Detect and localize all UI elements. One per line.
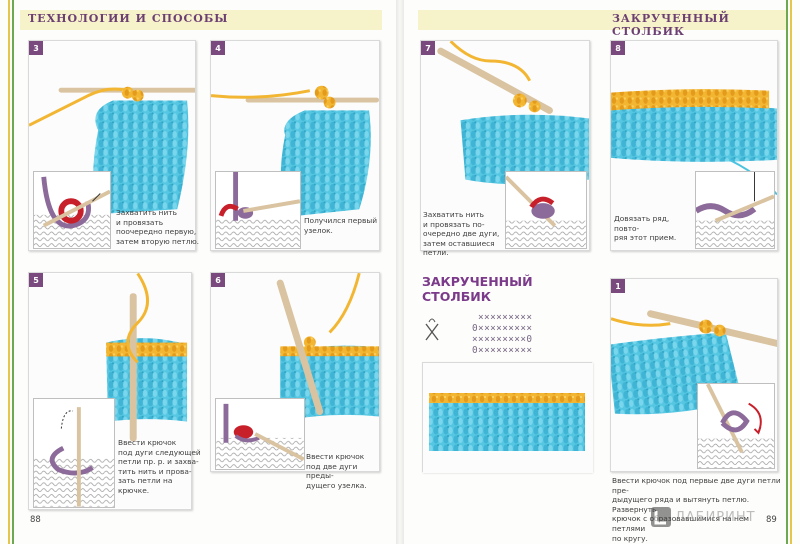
publisher-watermark: ЛАБИРИНТ	[651, 507, 756, 527]
stitch-symbol-key	[423, 316, 441, 342]
stitch-diagram-4	[215, 171, 301, 249]
step-card-1: 1	[610, 278, 778, 472]
step-card-4: 4	[210, 40, 380, 251]
step-number-badge: 1	[611, 279, 625, 293]
step-card-5: 5	[28, 272, 192, 510]
left-decorative-stripe	[8, 0, 14, 544]
step-number-badge: 5	[29, 273, 43, 287]
step-caption-7: Захватить нить и провязать по- очередно …	[423, 210, 500, 258]
left-header-band	[20, 10, 382, 30]
right-decorative-stripe	[786, 0, 792, 544]
symbol-chart-row: 0×××××××××	[472, 323, 533, 334]
stitch-title-line2: СТОЛБИК	[422, 289, 491, 304]
stitch-diagram-6	[215, 398, 305, 470]
step-number-badge: 3	[29, 41, 43, 55]
step-caption-8: Довязать ряд, повто- ряя этот прием.	[614, 214, 677, 243]
step-card-8: 8	[610, 40, 778, 251]
watermark-text: ЛАБИРИНТ	[675, 509, 756, 525]
stitch-title-line1: ЗАКРУЧЕННЫЙ	[422, 274, 533, 289]
step-card-7: 7	[420, 40, 590, 251]
step-caption-4: Получился первый узелок.	[304, 216, 377, 235]
step-caption-1: Ввести крючок под первые две дуги петли …	[612, 476, 781, 543]
step-caption-3: Захватить нить и провязать поочередно пе…	[116, 208, 200, 246]
watermark-logo-icon	[651, 507, 671, 527]
stitch-diagram-8	[695, 171, 775, 249]
symbol-chart-row: ×××××××××0	[472, 334, 533, 345]
stitch-diagram-3	[33, 171, 111, 249]
step-number-badge: 6	[211, 273, 225, 287]
symbol-chart-row: ×××××××××	[478, 312, 533, 323]
stitch-diagram-7	[505, 171, 587, 249]
step-card-3: 3	[28, 40, 196, 251]
step-number-badge: 8	[611, 41, 625, 55]
book-gutter	[396, 0, 404, 544]
right-section-title: ЗАКРУЧЕННЫЙ СТОЛБИК	[612, 12, 730, 38]
step-caption-5: Ввести крючок под дуги следующей петли п…	[118, 438, 201, 495]
symbol-chart-row: 0×××××××××	[472, 345, 533, 356]
page-number-left: 88	[30, 515, 41, 525]
stitch-section-title: ЗАКРУЧЕННЫЙ СТОЛБИК	[422, 274, 582, 304]
step-number-badge: 7	[421, 41, 435, 55]
step-number-badge: 4	[211, 41, 225, 55]
stitch-diagram-5	[33, 398, 115, 508]
step-caption-6: Ввести крючок под две дуги преды- дущего…	[306, 452, 367, 490]
stitch-diagram-1	[697, 383, 775, 469]
step-card-6: 6	[210, 272, 380, 472]
finished-swatch-photo	[422, 362, 593, 473]
page-number-right: 89	[766, 515, 777, 525]
left-section-title: ТЕХНОЛОГИИ И СПОСОБЫ	[28, 12, 229, 25]
right-header-band	[418, 10, 786, 30]
